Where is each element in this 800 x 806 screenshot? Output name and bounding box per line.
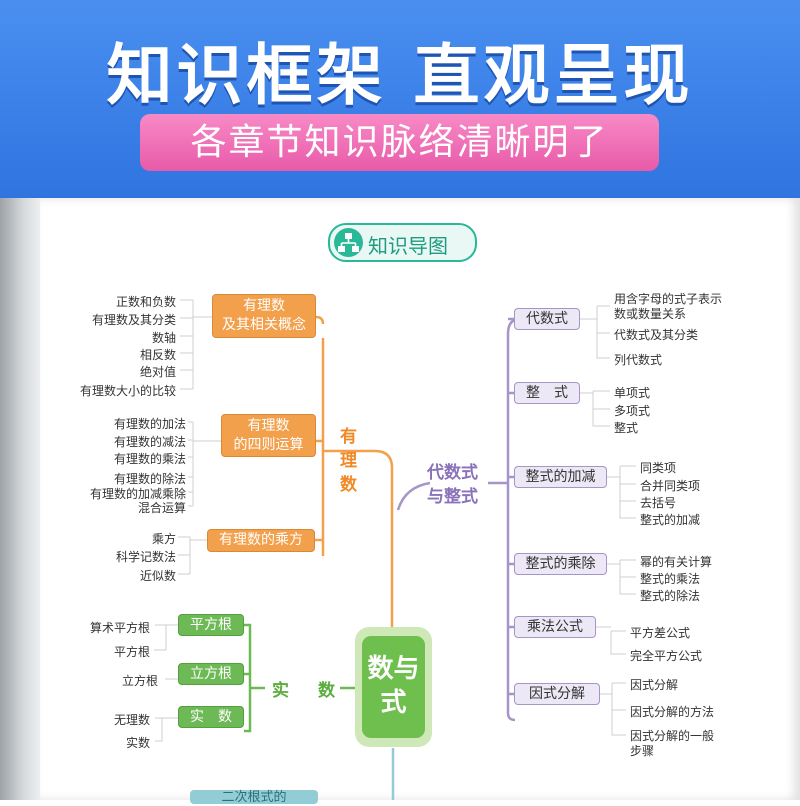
node-label: 的四则运算 (233, 437, 304, 453)
leaf-item: 整式的除法 (640, 589, 701, 603)
banner-title: 知识框架 直观呈现 (106, 37, 694, 114)
leaf-item: 有理数的除法 (113, 472, 186, 486)
node-cube-root: 立方根 (178, 663, 244, 685)
central-line: 式 (380, 688, 407, 718)
knowledge-map-badge: 知识导图 (328, 223, 477, 262)
node-integral-mul-div: 整式的乘除 (514, 553, 607, 575)
badge-label: 知识导图 (368, 234, 448, 258)
branch-char: 理 (340, 451, 357, 471)
node-label: 有理数 (243, 298, 285, 314)
hierarchy-icon (334, 228, 363, 257)
branch-real-numbers: 实 数 (272, 681, 341, 701)
branch-algebraic-expressions: 代数式 与整式 (427, 461, 478, 509)
leaf-item: 去括号 (640, 496, 677, 510)
leaf-item: 完全平方公式 (630, 649, 703, 663)
leaf-item: 混合运算 (137, 501, 186, 515)
leaf-item: 平方根 (113, 645, 150, 659)
leaf-item: 相反数 (139, 348, 176, 362)
leaf-item: 步骤 (630, 744, 655, 758)
branch-char: 有 (340, 427, 357, 447)
node-multiplication-formula: 乘法公式 (514, 616, 596, 638)
node-rational-concepts: 有理数 及其相关概念 (212, 294, 316, 338)
central-topic: 数与 式 (355, 627, 432, 747)
branch-char: 数 (340, 475, 357, 495)
leaf-item: 无理数 (113, 713, 150, 727)
node-integral-add-sub: 整式的加减 (514, 466, 607, 488)
leaf-item: 整式的加减 (640, 513, 701, 527)
book-spine (0, 198, 40, 800)
node-rational-powers: 有理数的乘方 (207, 529, 315, 552)
leaf-item: 有理数的加减乘除 (89, 487, 186, 501)
leaf-item: 有理数大小的比较 (79, 384, 176, 398)
leaf-item: 整式 (614, 421, 639, 435)
branch-line: 代数式 (427, 463, 478, 483)
leaf-item: 正数和负数 (115, 295, 176, 309)
leaf-item: 单项式 (614, 386, 651, 400)
node-integral-expression: 整 式 (514, 382, 580, 404)
central-topic-label: 数与 式 (362, 636, 425, 738)
node-factorization: 因式分解 (514, 683, 600, 705)
leaf-item: 同类项 (640, 461, 677, 475)
leaf-item: 立方根 (121, 674, 158, 688)
leaf-item: 代数式及其分类 (614, 328, 699, 342)
leaf-item: 多项式 (614, 404, 651, 418)
leaf-item: 因式分解 (630, 678, 679, 692)
branch-rational-numbers: 有 理 数 (340, 425, 357, 497)
leaf-item: 有理数的乘法 (113, 452, 186, 466)
node-square-root: 平方根 (178, 614, 244, 636)
branch-line: 与整式 (427, 487, 478, 507)
leaf-item: 列代数式 (614, 353, 663, 367)
leaf-item: 整式的乘法 (640, 572, 701, 586)
leaf-item: 平方差公式 (630, 626, 691, 640)
leaf-item: 算术平方根 (89, 621, 150, 635)
leaf-item: 幂的有关计算 (640, 555, 713, 569)
central-line: 数与 (367, 654, 420, 684)
leaf-item: 有理数的减法 (113, 435, 186, 449)
leaf-item: 合并同类项 (640, 479, 701, 493)
node-quadratic-radical: 二次根式的 (190, 790, 318, 805)
node-real-number: 实 数 (178, 706, 244, 728)
leaf-item: 数或数量关系 (614, 307, 687, 321)
leaf-item: 乘方 (151, 532, 176, 546)
leaf-item: 近似数 (139, 569, 176, 583)
node-label: 及其相关概念 (222, 317, 306, 333)
leaf-item: 绝对值 (139, 365, 176, 379)
leaf-item: 数轴 (151, 331, 176, 345)
leaf-item: 实数 (125, 736, 150, 750)
node-rational-operations: 有理数 的四则运算 (221, 414, 316, 457)
leaf-item: 用含字母的式子表示 (614, 292, 723, 306)
node-label: 有理数 (247, 418, 290, 434)
leaf-item: 因式分解的一般 (630, 729, 715, 743)
leaf-item: 有理数的加法 (113, 417, 186, 431)
leaf-item: 科学记数法 (115, 550, 176, 564)
leaf-item: 因式分解的方法 (630, 705, 715, 719)
banner-subtitle: 各章节知识脉络清晰明了 (140, 114, 659, 171)
leaf-item: 有理数及其分类 (91, 313, 176, 327)
node-algebraic-expression: 代数式 (514, 308, 580, 330)
